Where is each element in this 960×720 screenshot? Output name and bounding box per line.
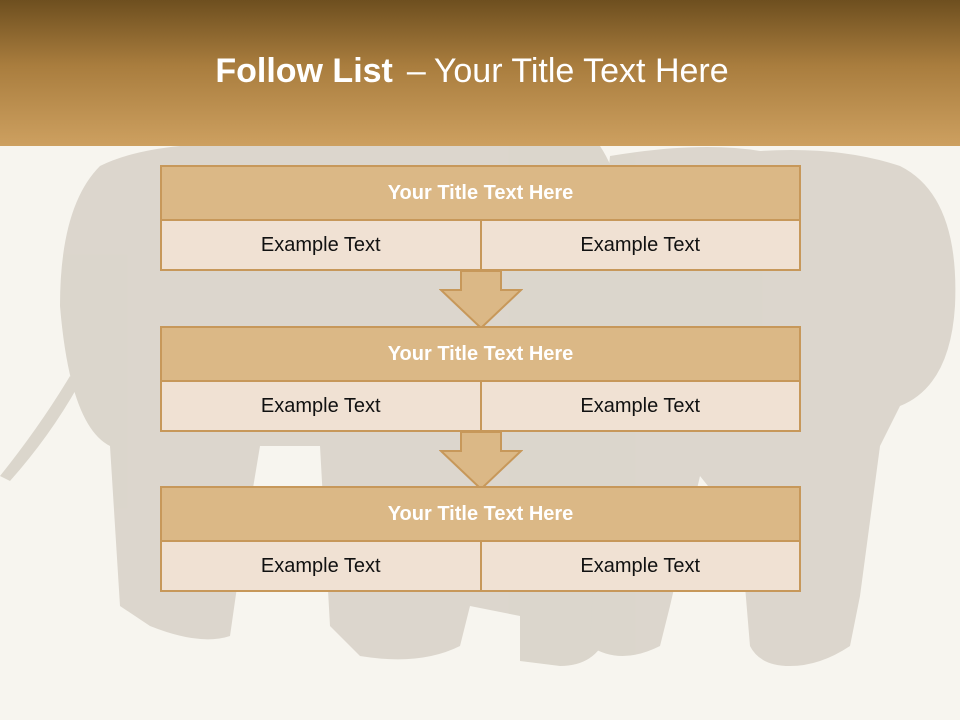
down-arrow-icon xyxy=(439,270,523,330)
slide-header xyxy=(0,0,960,146)
block-title: Your Title Text Here xyxy=(160,326,801,382)
block-cell-right: Example Text xyxy=(481,542,801,592)
title-dash: – xyxy=(406,52,426,90)
list-block-2: Your Title Text Here Example Text Exampl… xyxy=(160,326,801,432)
title-rest: Your Title Text Here xyxy=(433,52,729,90)
block-title: Your Title Text Here xyxy=(160,165,801,221)
slide-title: Follow List–Your Title Text Here xyxy=(0,52,944,91)
block-row: Example Text Example Text xyxy=(160,542,801,592)
block-row: Example Text Example Text xyxy=(160,382,801,432)
block-cell-right: Example Text xyxy=(481,382,801,432)
list-block-1: Your Title Text Here Example Text Exampl… xyxy=(160,165,801,271)
block-row: Example Text Example Text xyxy=(160,221,801,271)
block-cell-left: Example Text xyxy=(160,221,482,271)
block-title: Your Title Text Here xyxy=(160,486,801,542)
down-arrow-icon xyxy=(439,431,523,491)
list-block-3: Your Title Text Here Example Text Exampl… xyxy=(160,486,801,592)
block-cell-left: Example Text xyxy=(160,382,482,432)
block-cell-left: Example Text xyxy=(160,542,482,592)
block-cell-right: Example Text xyxy=(481,221,801,271)
title-bold: Follow List xyxy=(215,52,393,90)
